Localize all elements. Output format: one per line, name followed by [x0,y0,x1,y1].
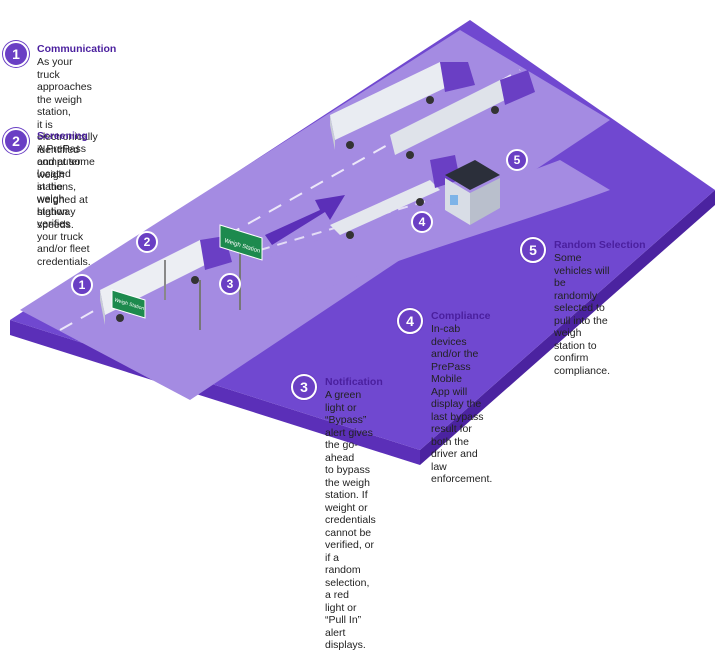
step-badge: 3 [291,374,317,400]
road-side-right [420,190,715,465]
sign-main: Weigh Station [219,224,263,261]
exit-lane-line [259,199,431,251]
step-title: Random Selection [554,239,646,251]
step-body: In-cab devices and/or the PrePass Mobile… [431,323,493,485]
truck-flatbed [330,155,460,239]
truck-top-right [390,70,535,159]
weigh-station-building [445,160,500,225]
step-title: Compliance [431,310,491,322]
marker-4: 4 [411,211,433,233]
sign-small: Weigh Station [111,289,146,319]
truck-top-left [330,62,475,150]
step-title: Screening [37,130,88,142]
step-title: Communication [37,43,117,55]
step-body: Some vehicles will be randomly selected … [554,252,611,377]
marker-1: 1 [71,274,93,296]
step-body: As your truck approaches the weigh stati… [37,56,98,231]
marker-2: 2 [136,231,158,253]
marker-5: 5 [506,149,528,171]
step-badge: 1 [3,41,29,67]
step-badge: 4 [397,308,423,334]
step-body: A green light or “Bypass” alert gives th… [325,389,376,651]
marker-3: 3 [219,273,241,295]
step-body: A PrePass computer located in the weigh … [37,143,91,268]
step-badge: 2 [3,128,29,154]
step-badge: 5 [520,237,546,263]
direction-arrow [265,195,345,245]
step-title: Notification [325,376,383,388]
